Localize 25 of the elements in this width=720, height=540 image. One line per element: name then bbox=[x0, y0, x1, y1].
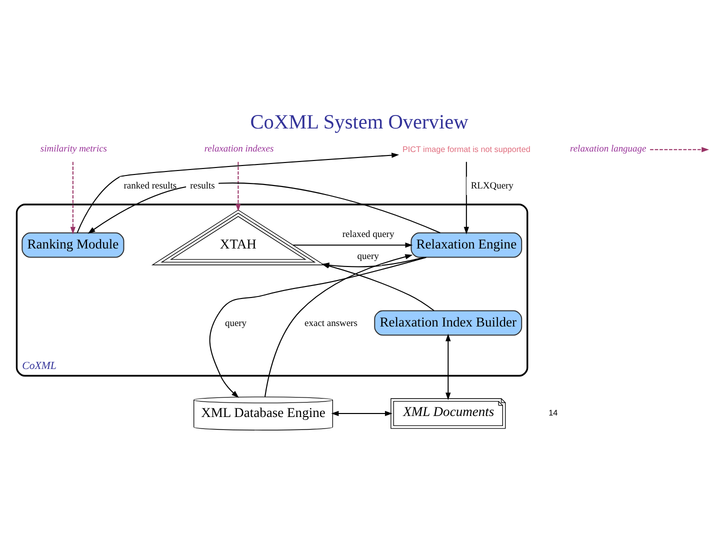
node-text: relaxation language bbox=[570, 144, 646, 154]
node-box: Ranking Module bbox=[22, 232, 124, 258]
arrow bbox=[650, 147, 710, 152]
arrow bbox=[264, 254, 413, 397]
arrow bbox=[88, 182, 440, 234]
edge-label: results bbox=[190, 182, 215, 192]
arrow bbox=[331, 410, 392, 416]
node-box: Relaxation Index Builder bbox=[374, 310, 522, 336]
edge-label: exact answers bbox=[304, 318, 358, 329]
diagram-title: CoXML System Overview bbox=[250, 112, 468, 134]
node-text: relaxation indexes bbox=[204, 144, 274, 154]
arrow bbox=[70, 162, 76, 234]
arrow bbox=[76, 152, 400, 233]
edge-label: ranked results bbox=[124, 182, 177, 192]
arrow bbox=[464, 162, 470, 234]
edge-label: RLXQuery bbox=[470, 182, 514, 192]
edge-label: query bbox=[357, 252, 379, 262]
node-text: similarity metrics bbox=[40, 144, 107, 154]
edge-label: query bbox=[224, 318, 247, 329]
node-box: Relaxation Engine bbox=[410, 232, 522, 258]
arrow bbox=[446, 334, 451, 400]
arrow bbox=[236, 162, 241, 212]
arrow bbox=[293, 242, 413, 248]
arrow bbox=[209, 256, 426, 398]
edge-label: relaxed query bbox=[342, 230, 394, 240]
